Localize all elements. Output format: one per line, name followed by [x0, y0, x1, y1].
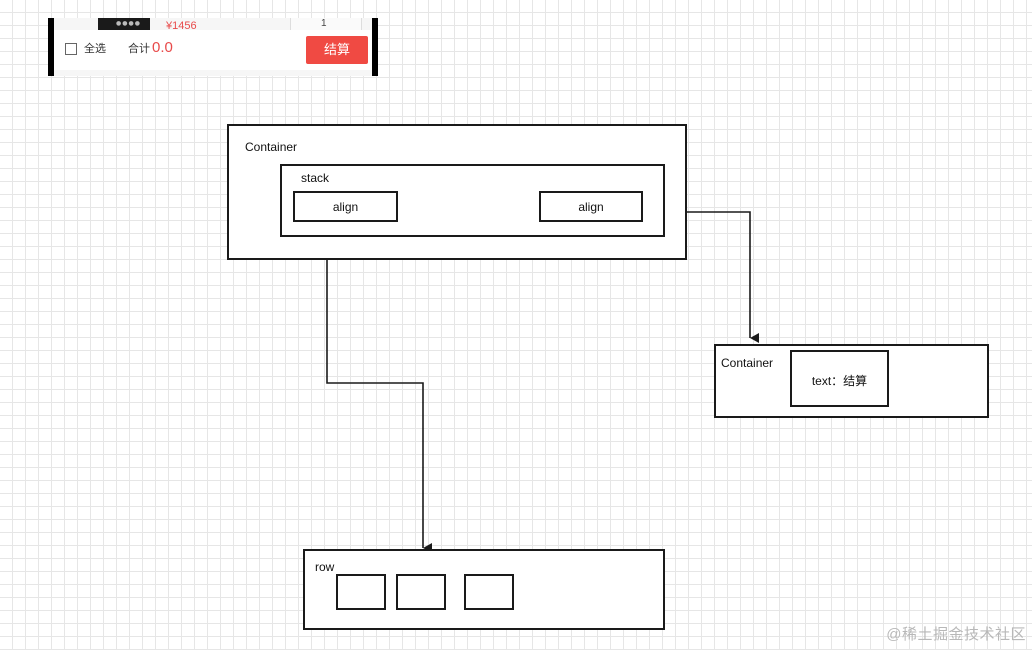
app-screenshot-preview: ●●●● ¥1456 1 全选 合计 0.0 结算 [48, 18, 378, 76]
align-left-label: align [332, 200, 359, 214]
row-child-box [336, 574, 386, 610]
phone-edge-right [372, 18, 378, 76]
align-right-label: align [578, 200, 604, 214]
total-value: 0.0 [152, 39, 173, 56]
align-right-box: align [539, 191, 643, 222]
row-label: row [315, 560, 335, 574]
phone-edge-left [48, 18, 54, 76]
quantity-value: 1 [321, 18, 327, 29]
watermark-text: @稀土掘金技术社区 [886, 626, 1026, 643]
text-widget-label: text：结算 [811, 374, 868, 388]
select-all-label: 全选 [84, 43, 106, 55]
container-right-label: Container [721, 356, 774, 370]
arrow-align-to-row [326, 217, 432, 553]
align-left-box: align [293, 191, 398, 222]
thumbnail-dots-icon: ●●●● [116, 20, 141, 27]
total-label: 合计 [128, 43, 150, 55]
product-thumbnail: ●●●● [98, 18, 150, 30]
text-widget-box: text：结算 [790, 350, 889, 407]
row-child-box [396, 574, 446, 610]
stack-label: stack [301, 171, 330, 185]
container-top-label: Container [245, 140, 298, 154]
select-all-checkbox[interactable] [65, 43, 77, 55]
product-price: ¥1456 [166, 20, 197, 32]
checkout-button[interactable]: 结算 [306, 36, 368, 64]
row-child-box [464, 574, 514, 610]
